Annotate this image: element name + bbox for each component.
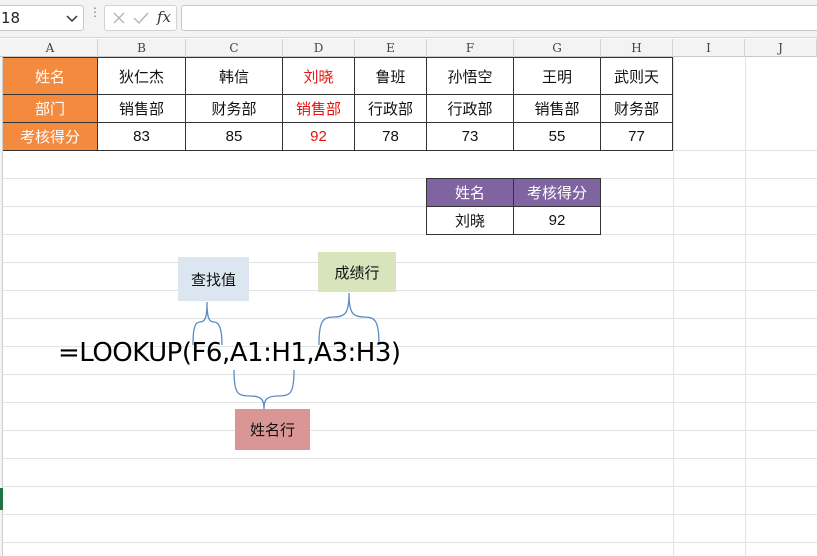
cell-a2[interactable]: 部门: [3, 95, 98, 123]
fx-icon[interactable]: fx: [157, 8, 172, 26]
check-icon[interactable]: [133, 11, 149, 25]
cell-e2[interactable]: 行政部: [355, 95, 427, 123]
name-row-callout: 姓名行: [235, 409, 310, 450]
column-header-f[interactable]: F: [427, 39, 514, 57]
column-header-c[interactable]: C: [186, 39, 283, 57]
column-header-h[interactable]: H: [601, 39, 673, 57]
cell-d1[interactable]: 刘晓: [283, 57, 355, 95]
column-header-i[interactable]: I: [673, 39, 745, 57]
lookup-value-callout: 查找值: [178, 257, 249, 301]
x-icon[interactable]: [112, 11, 126, 25]
result-row-brace: [318, 292, 380, 346]
cell-b3[interactable]: 83: [98, 123, 186, 151]
column-header-b[interactable]: B: [98, 39, 186, 57]
formula-input[interactable]: [181, 5, 817, 31]
name-row-brace: [233, 369, 295, 410]
cell-h3[interactable]: 77: [601, 123, 673, 151]
result-row-callout: 成绩行: [318, 252, 396, 292]
column-header-row: A B C D E F G H I J: [0, 39, 817, 57]
cell-g3[interactable]: 55: [514, 123, 601, 151]
cell-f3[interactable]: 73: [427, 123, 514, 151]
cell-e3[interactable]: 78: [355, 123, 427, 151]
result-header-score[interactable]: 考核得分: [514, 178, 601, 207]
cell-c1[interactable]: 韩信: [186, 57, 283, 95]
cell-h2[interactable]: 财务部: [601, 95, 673, 123]
formula-bar: 18 ⋮ fx: [0, 0, 817, 38]
cell-b1[interactable]: 狄仁杰: [98, 57, 186, 95]
result-value-score[interactable]: 92: [514, 207, 601, 235]
column-header-d[interactable]: D: [283, 39, 355, 57]
cell-e1[interactable]: 鲁班: [355, 57, 427, 95]
cell-g1[interactable]: 王明: [514, 57, 601, 95]
active-row-indicator: [0, 488, 3, 510]
formula-annotation-text: =LOOKUP(F6,A1:H1,A3:H3): [58, 338, 401, 368]
row-header-gutter[interactable]: [0, 57, 3, 556]
result-header-name[interactable]: 姓名: [426, 178, 514, 207]
cell-f2[interactable]: 行政部: [427, 95, 514, 123]
cell-b2[interactable]: 销售部: [98, 95, 186, 123]
result-value-name[interactable]: 刘晓: [426, 207, 514, 235]
name-box-value: 18: [1, 9, 21, 27]
cell-c2[interactable]: 财务部: [186, 95, 283, 123]
column-header-g[interactable]: G: [514, 39, 601, 57]
cell-a1[interactable]: 姓名: [3, 57, 98, 95]
cell-c3[interactable]: 85: [186, 123, 283, 151]
name-box[interactable]: 18: [0, 5, 84, 31]
cell-d3[interactable]: 92: [283, 123, 355, 151]
cell-h1[interactable]: 武则天: [601, 57, 673, 95]
cell-f1[interactable]: 孙悟空: [427, 57, 514, 95]
column-header-e[interactable]: E: [355, 39, 427, 57]
chevron-down-icon[interactable]: [65, 11, 79, 25]
cell-d2[interactable]: 销售部: [283, 95, 355, 123]
lookup-value-brace: [192, 301, 223, 346]
column-header-a[interactable]: A: [3, 39, 98, 57]
formula-buttons: fx: [104, 5, 177, 31]
cell-g2[interactable]: 销售部: [514, 95, 601, 123]
cell-a3[interactable]: 考核得分: [3, 123, 98, 151]
